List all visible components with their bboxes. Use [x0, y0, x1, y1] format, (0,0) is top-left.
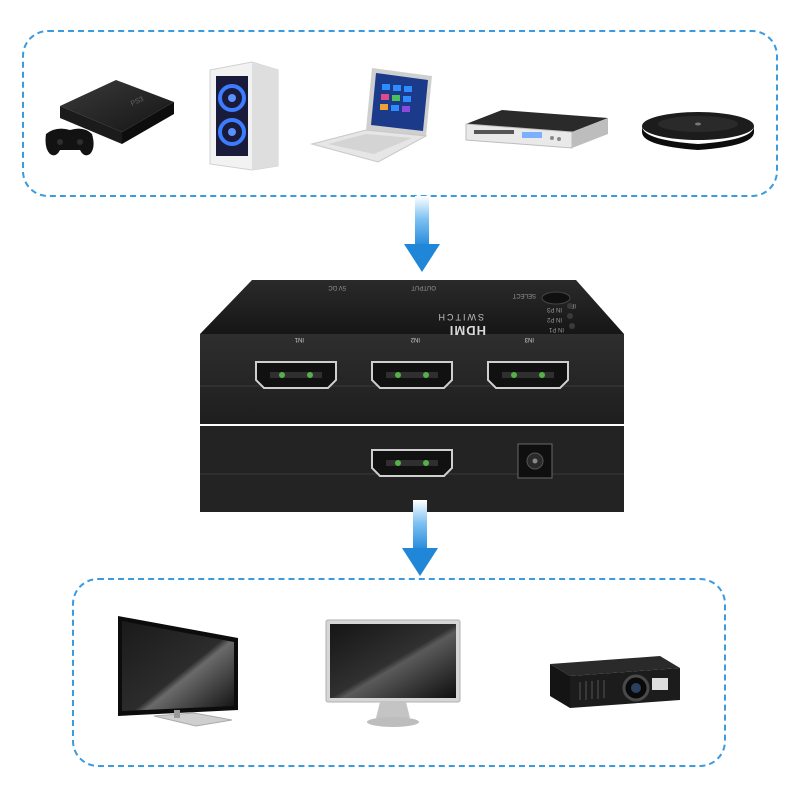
projector-icon [550, 656, 680, 708]
top-label-select: SELECT [512, 292, 536, 298]
indicator-label-2: IN P2 [546, 316, 562, 322]
source-devices-group [22, 30, 778, 197]
display-devices-group [72, 578, 726, 767]
hdmi-switch-device: HDMI SWITCH 5V DC OUTPUT SELECT IR IN P3… [200, 280, 624, 512]
indicator-label-1: IN P3 [546, 306, 562, 312]
tv-icon [118, 616, 238, 727]
top-label-dc: 5V DC [328, 284, 346, 290]
hdmi-output-port[interactable] [371, 449, 453, 477]
top-label-output: OUTPUT [411, 284, 436, 290]
input-port-label-3: IN3 [524, 336, 534, 342]
switch-brand-logo: HDMI [449, 323, 486, 338]
arrow-down-icon [404, 196, 440, 272]
media-box-icon [642, 112, 754, 150]
laptop-icon [310, 68, 432, 163]
monitor-icon [325, 619, 461, 727]
svg-text:PS3: PS3 [130, 96, 145, 108]
indicator-led-3 [569, 323, 575, 329]
indicator-label-3: IN P1 [548, 326, 564, 332]
desktop-pc-icon [209, 61, 279, 171]
select-button[interactable] [541, 291, 571, 305]
hdmi-input-port-1[interactable] [255, 361, 337, 389]
input-port-label-2: IN2 [410, 336, 420, 342]
input-port-label-1: IN1 [294, 336, 304, 342]
switch-model-label: SWITCH [437, 312, 485, 322]
hdmi-input-port-2[interactable] [371, 361, 453, 389]
indicator-led-1 [567, 303, 573, 309]
dc-power-jack[interactable] [517, 443, 553, 479]
game-console-icon: PS3 [45, 80, 174, 156]
indicator-led-2 [567, 313, 573, 319]
hdmi-input-port-3[interactable] [487, 361, 569, 389]
arrow-down-icon [402, 500, 438, 576]
dvd-player-icon [465, 110, 608, 149]
